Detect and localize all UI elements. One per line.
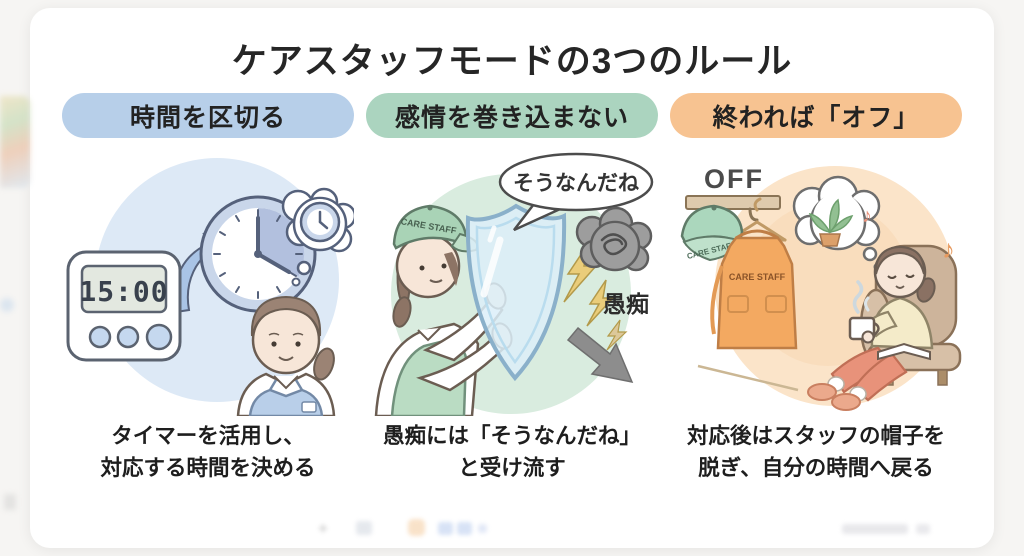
care-worker-figure <box>236 295 336 416</box>
panel-off-header: 終われば「オフ」 <box>670 93 962 138</box>
infographic-card: ケアスタッフモードの3つのルール 時間を区切る <box>30 8 994 548</box>
emotion-illustration: CARE STAFF そうなんだね <box>374 152 654 416</box>
cloud-label: 愚痴 <box>603 291 649 317</box>
panel-off-caption: 対応後はスタッフの帽子を 脱ぎ、自分の時間へ戻る <box>687 420 945 485</box>
ghost-toolbar-icon <box>478 524 487 533</box>
panel-time-header: 時間を区切る <box>62 93 354 138</box>
panel-emotion: 感情を巻き込まない <box>360 93 664 485</box>
clock-icon <box>199 195 317 313</box>
shield-icon <box>465 203 567 382</box>
timer-display: 15:00 <box>79 275 168 308</box>
timer-icon: 15:00 <box>66 250 182 362</box>
caption-line: 脱ぎ、自分の時間へ戻る <box>698 456 934 481</box>
panel-emotion-header: 感情を巻き込まない <box>366 93 658 138</box>
thought-bubble-clock-icon <box>281 187 354 287</box>
caption-line: 愚痴には「そうなんだね」 <box>382 424 641 448</box>
ghost-plus-icon: + <box>318 519 328 538</box>
speech-bubble: そうなんだね <box>498 152 654 232</box>
panel-time-caption: タイマーを活用し、 対応する時間を決める <box>100 420 315 485</box>
background-thumbnail <box>0 96 30 188</box>
floor-line <box>697 364 799 392</box>
page-title: ケアスタッフモードの3つのルール <box>231 42 793 81</box>
panel-off: 終われば「オフ」 OFF <box>664 93 968 485</box>
hanging-cap-icon: CARE STAFF <box>680 204 744 262</box>
off-sign: OFF <box>704 164 764 194</box>
panel-emotion-caption: 愚痴には「そうなんだね」 と受け流す <box>383 420 641 485</box>
speech-bubble-text: そうなんだね <box>513 172 639 195</box>
ghost-toolbar-text <box>842 524 908 534</box>
caption-line: 対応する時間を決める <box>100 456 316 481</box>
ghost-toolbar-icon <box>356 521 372 535</box>
caption-line: と受け流す <box>458 456 566 481</box>
time-illustration: 15:00 <box>66 158 354 416</box>
relax-thought-bubble: ♪ <box>792 175 883 272</box>
music-note-icon: ♪ <box>862 205 872 227</box>
panel-time: 時間を区切る <box>56 93 360 485</box>
apron-label: CARE STAFF <box>729 272 786 282</box>
background-dot <box>0 298 14 312</box>
ghost-toolbar-text <box>916 524 930 534</box>
ghost-toolbar-icon <box>408 519 425 536</box>
caption-line: 対応後はスタッフの帽子を <box>686 424 945 448</box>
music-note-icon: ♪ <box>942 234 955 264</box>
background-mark <box>4 494 16 510</box>
off-illustration: OFF <box>680 164 962 411</box>
hanging-apron-icon: CARE STAFF <box>710 229 798 350</box>
ghost-toolbar-icon <box>457 522 472 535</box>
complaint-cloud-icon <box>575 206 653 272</box>
relaxing-woman-figure <box>807 245 936 411</box>
lightning-icons <box>563 243 628 351</box>
panel-row: 時間を区切る <box>30 93 994 485</box>
caption-line: タイマーを活用し、 <box>111 424 305 448</box>
ghost-toolbar-icon <box>438 522 453 535</box>
deflect-arrow-icon <box>566 326 634 384</box>
